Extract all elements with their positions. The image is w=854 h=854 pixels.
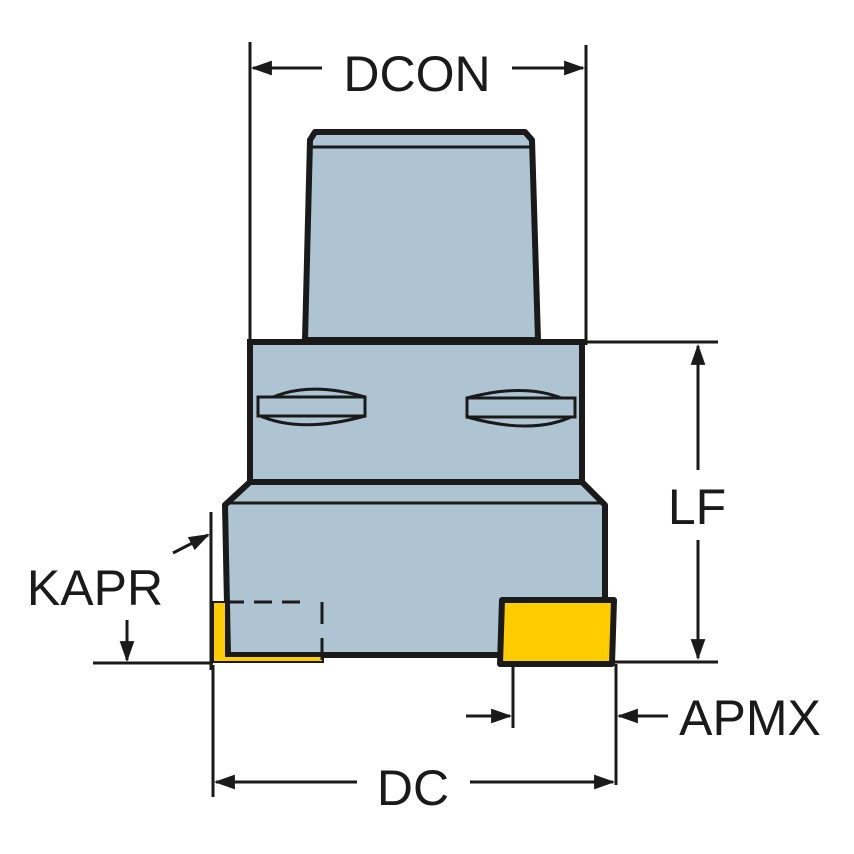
dimension-lf: LF [586,340,726,664]
label-kapr: KAPR [27,560,163,616]
dimension-apmx: APMX [466,664,821,785]
label-dcon: DCON [343,46,490,102]
screw-slot-right [465,389,577,428]
label-apmx: APMX [679,690,821,746]
label-dc: DC [377,760,449,816]
dimension-dcon: DCON [248,42,588,345]
screw-slot-left [256,387,367,427]
shank [302,129,541,343]
dimension-kapr: KAPR [27,512,213,670]
dimension-dc: DC [211,665,616,816]
insert-right [497,597,617,667]
label-lf: LF [668,479,726,535]
